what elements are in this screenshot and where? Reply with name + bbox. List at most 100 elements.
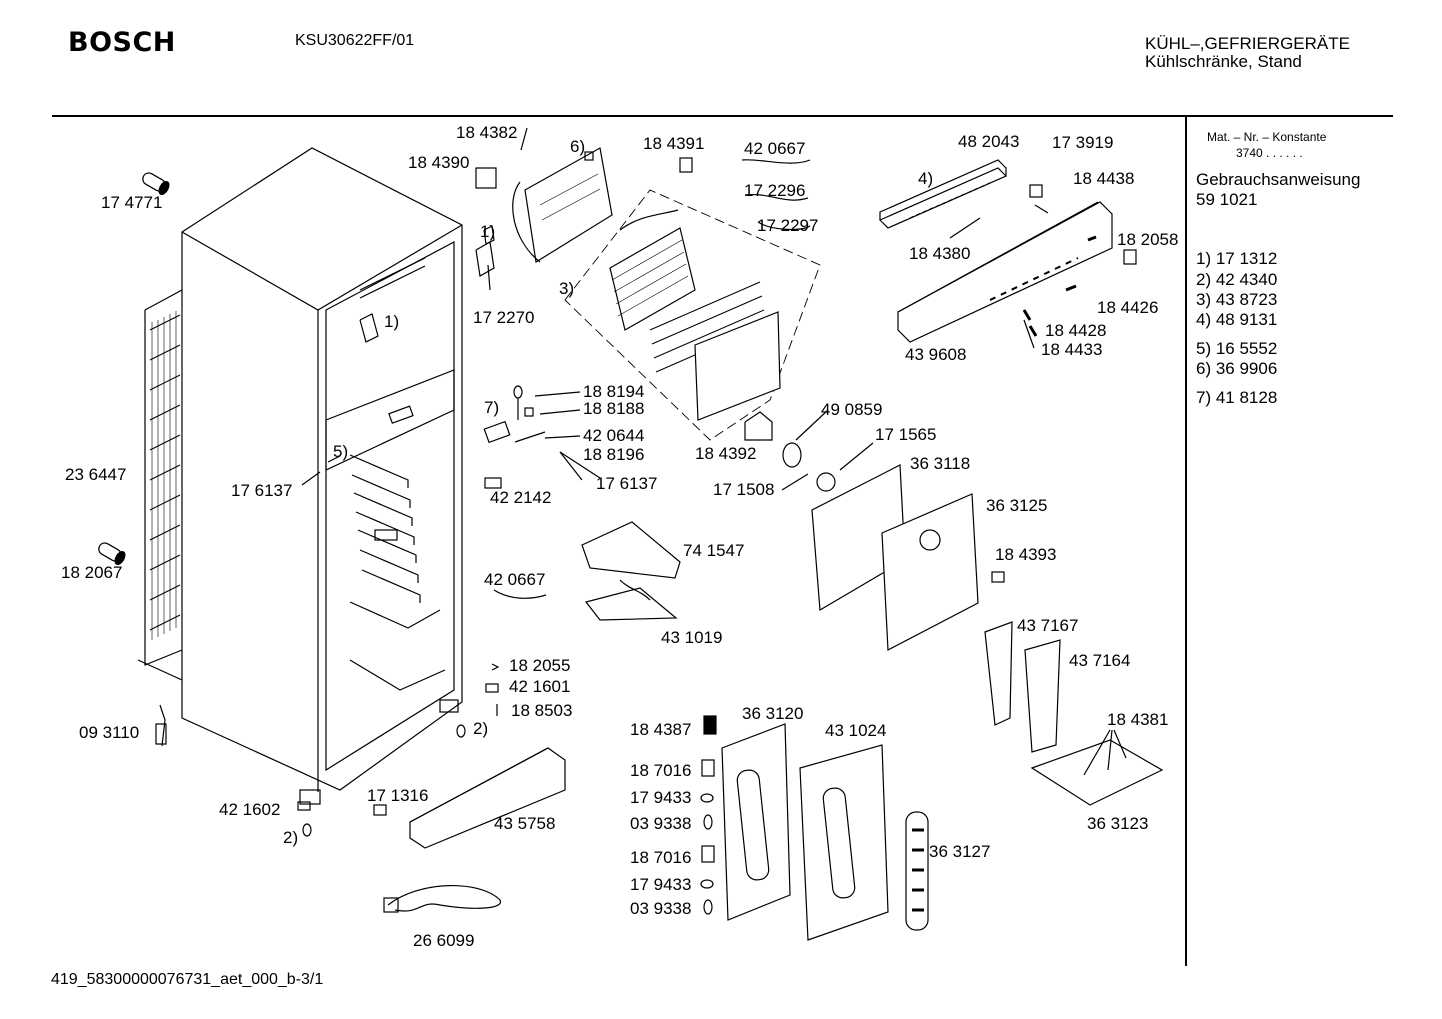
part-label: 18 2067 bbox=[61, 563, 123, 582]
part-label: 17 6137 bbox=[596, 474, 658, 493]
door-small-parts bbox=[700, 715, 717, 915]
part-label: 18 4392 bbox=[695, 444, 757, 463]
kit-ref-label: 6) bbox=[570, 137, 586, 156]
kit-list-item: 4) 48 9131 bbox=[1196, 310, 1278, 329]
part-label: 42 1602 bbox=[219, 800, 281, 819]
hinge-covers bbox=[984, 621, 1164, 806]
part-label: 36 3127 bbox=[929, 842, 991, 861]
part-label: 36 3120 bbox=[742, 704, 804, 723]
part-label: 18 4426 bbox=[1097, 298, 1159, 317]
part-label: 18 4433 bbox=[1041, 340, 1103, 359]
part-label: 18 8188 bbox=[583, 399, 645, 418]
power-cord bbox=[383, 885, 501, 913]
thermostat-parts bbox=[301, 385, 601, 489]
part-label: 36 3125 bbox=[986, 496, 1048, 515]
part-label: 18 4387 bbox=[630, 720, 692, 739]
part-label: 18 8194 bbox=[583, 382, 645, 401]
part-label: 17 2297 bbox=[757, 216, 819, 235]
hinge-pin-182067 bbox=[98, 542, 126, 565]
brand-logo: BOSCH bbox=[68, 27, 176, 58]
part-label: 43 7164 bbox=[1069, 651, 1131, 670]
kit-ref-label: 2) bbox=[283, 828, 299, 847]
kit-list-item: 3) 43 8723 bbox=[1196, 290, 1278, 309]
kit-ref-label: 4) bbox=[918, 169, 934, 188]
part-label: 17 1565 bbox=[875, 425, 937, 444]
part-label: 18 4438 bbox=[1073, 169, 1135, 188]
door-liner-363120 bbox=[721, 723, 791, 921]
control-panel bbox=[878, 159, 1137, 349]
part-label: 18 2058 bbox=[1117, 230, 1179, 249]
part-label: 17 9433 bbox=[630, 788, 692, 807]
part-label: 18 7016 bbox=[630, 848, 692, 867]
kit-list-item: 7) 41 8128 bbox=[1196, 388, 1278, 407]
part-label: 03 9338 bbox=[630, 814, 692, 833]
kit-ref-label: 1) bbox=[384, 312, 400, 331]
wire-sensor-093110 bbox=[155, 704, 167, 747]
part-label: 74 1547 bbox=[683, 541, 745, 560]
part-label: 26 6099 bbox=[413, 931, 475, 950]
part-label: 43 1019 bbox=[661, 628, 723, 647]
part-label: 49 0859 bbox=[821, 400, 883, 419]
part-label: 17 9433 bbox=[630, 875, 692, 894]
part-label: 18 4391 bbox=[643, 134, 705, 153]
part-label: 43 1024 bbox=[825, 721, 887, 740]
small-screws bbox=[297, 663, 500, 837]
part-label: 17 3919 bbox=[1052, 133, 1114, 152]
part-label: 18 8503 bbox=[511, 701, 573, 720]
rear-cover-panels bbox=[811, 464, 1005, 651]
part-label: 18 4381 bbox=[1107, 710, 1169, 729]
part-label: 09 3110 bbox=[79, 723, 140, 742]
kit-ref-label: 2) bbox=[473, 719, 489, 738]
kit-list-item: 1) 17 1312 bbox=[1196, 249, 1278, 268]
kit-ref-label: 7) bbox=[484, 398, 500, 417]
part-label: 42 0667 bbox=[744, 139, 806, 158]
part-label: 17 4771 bbox=[101, 193, 163, 212]
part-label: 03 9338 bbox=[630, 899, 692, 918]
door-liner-431024 bbox=[799, 744, 889, 941]
part-label: 18 4393 bbox=[995, 545, 1057, 564]
evaporator-assembly bbox=[475, 127, 874, 492]
model-number: KSU30622FF/01 bbox=[295, 32, 415, 49]
part-label: 23 6447 bbox=[65, 465, 127, 484]
category-title: KÜHL–,GEFRIERGERÄTE bbox=[1145, 34, 1350, 53]
manual-number: 59 1021 bbox=[1196, 190, 1258, 209]
part-label: 18 2055 bbox=[509, 656, 571, 675]
kit-ref-label: 5) bbox=[333, 442, 349, 461]
part-label: 17 6137 bbox=[231, 481, 293, 500]
hinge-pin-174771 bbox=[142, 172, 170, 195]
part-label: 48 2043 bbox=[958, 132, 1020, 151]
door-handle-363127 bbox=[905, 811, 929, 931]
part-label: 17 1316 bbox=[367, 786, 429, 805]
part-label: 17 2270 bbox=[473, 308, 535, 327]
mat-nr-value: 3740 . . . . . . bbox=[1236, 146, 1303, 160]
document-id: 419_58300000076731_aet_000_b-3/1 bbox=[51, 971, 324, 988]
mat-nr-label: Mat. – Nr. – Konstante bbox=[1207, 130, 1327, 144]
air-duct bbox=[493, 521, 681, 621]
part-label: 18 4390 bbox=[408, 153, 470, 172]
kick-plate bbox=[409, 747, 566, 849]
part-label: 17 1508 bbox=[713, 480, 775, 499]
part-label: 17 2296 bbox=[744, 181, 806, 200]
part-label: 43 9608 bbox=[905, 345, 967, 364]
kit-ref-label: 1) bbox=[480, 222, 496, 241]
part-label: 36 3118 bbox=[910, 454, 971, 473]
kit-ref-label: 3) bbox=[559, 279, 575, 298]
part-label: 18 4428 bbox=[1045, 321, 1107, 340]
part-label: 18 4380 bbox=[909, 244, 971, 263]
part-label: 18 8196 bbox=[583, 445, 645, 464]
part-label: 43 7167 bbox=[1017, 616, 1079, 635]
part-label: 43 5758 bbox=[494, 814, 556, 833]
part-label: 42 0667 bbox=[484, 570, 546, 589]
part-label: 18 4382 bbox=[456, 123, 518, 142]
part-label: 42 1601 bbox=[509, 677, 571, 696]
kit-list-item: 5) 16 5552 bbox=[1196, 339, 1278, 358]
part-label: 36 3123 bbox=[1087, 814, 1149, 833]
kit-list-item: 2) 42 4340 bbox=[1196, 270, 1278, 289]
kit-list-item: 6) 36 9906 bbox=[1196, 359, 1278, 378]
part-label: 42 0644 bbox=[583, 426, 645, 445]
fridge-cabinet bbox=[137, 147, 463, 805]
manual-label: Gebrauchsanweisung bbox=[1196, 170, 1361, 189]
category-subtitle: Kühlschränke, Stand bbox=[1145, 52, 1302, 71]
part-label: 18 7016 bbox=[630, 761, 692, 780]
